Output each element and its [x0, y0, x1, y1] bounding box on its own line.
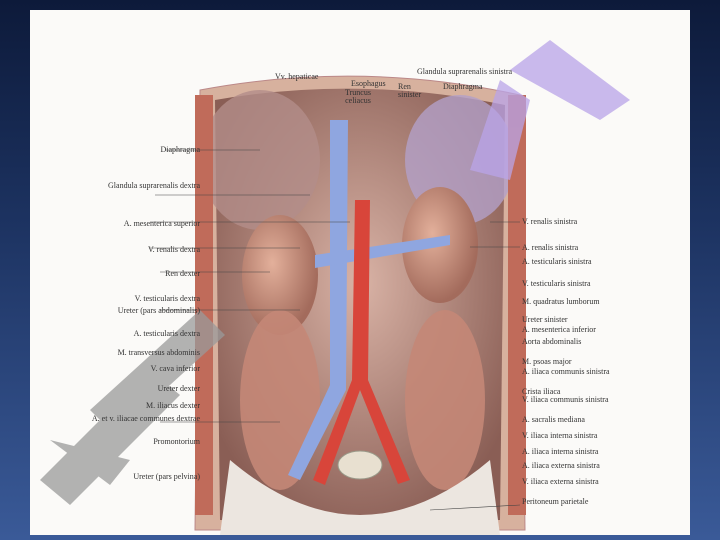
label-right: M. quadratus lumborum — [522, 297, 600, 306]
label-right: A. renalis sinistra — [522, 243, 579, 252]
body-wall-right — [195, 95, 213, 515]
label-right: A. iliaca interna sinistra — [522, 447, 599, 456]
sacrum — [337, 450, 383, 480]
label-right: Peritoneum parietale — [522, 497, 589, 506]
label-right: V. iliaca interna sinistra — [522, 431, 598, 440]
label-right: A. sacralis mediana — [522, 415, 585, 424]
label-glandula-suprarenalis-sinistra: Glandula suprarenalis sinistra — [417, 67, 513, 76]
label-right: V. testicularis sinistra — [522, 279, 591, 288]
label-left: V. renalis dextra — [147, 245, 200, 254]
kidney-right — [242, 215, 318, 335]
label-right: Crista iliaca — [522, 387, 561, 396]
label-left: Diaphragma — [160, 145, 200, 154]
label-left: Ren dexter — [165, 269, 200, 278]
leader-lines — [150, 149, 521, 511]
label-left: A. mesenterica superior — [123, 219, 200, 228]
label-diaphragma-left: Diaphragma — [443, 82, 483, 91]
label-right: A. mesenterica inferior — [522, 325, 596, 334]
label-truncus-celiacus: Truncus celiacus — [345, 88, 371, 105]
label-right: V. iliaca externa sinistra — [522, 477, 599, 486]
label-right: Ureter sinister — [522, 315, 568, 324]
aorta — [313, 200, 410, 485]
label-right: A. iliaca communis sinistra — [522, 367, 610, 376]
label-left: V. cava inferior — [150, 364, 200, 373]
label-left: Promontorium — [153, 437, 200, 446]
label-right: A. iliaca externa sinistra — [522, 461, 600, 470]
label-esophagus: Esophagus — [351, 79, 386, 88]
psoas-right — [240, 310, 320, 490]
diaphragm-right — [200, 90, 320, 230]
label-right: A. testicularis sinistra — [522, 257, 592, 266]
vena-cava — [288, 120, 348, 480]
psoas-left — [405, 310, 485, 490]
body-wall-left — [508, 95, 526, 515]
label-right: Aorta abdominalis — [522, 337, 582, 346]
label-left: Ureter (pars pelvina) — [133, 472, 200, 481]
label-vv-hepaticae: Vv. hepaticae — [275, 72, 319, 81]
renal-veins — [315, 235, 450, 268]
label-left: V. testicularis dextra — [134, 294, 200, 303]
label-left: A. et v. iliacae communes dextrae — [91, 414, 200, 423]
anatomy-illustration — [40, 40, 630, 535]
label-left: M. iliacus dexter — [146, 401, 200, 410]
label-right: V. iliaca communis sinistra — [522, 395, 609, 404]
label-left: A. testicularis dextra — [133, 329, 200, 338]
label-left: Glandula suprarenalis dextra — [108, 181, 200, 190]
label-left: Ureter (pars abdominalis) — [117, 306, 200, 315]
pelvis-ring — [220, 460, 500, 535]
label-left: M. transversus abdominis — [117, 348, 200, 357]
label-ren-sinister: Ren sinister — [398, 82, 422, 99]
label-right: M. psoas major — [522, 357, 572, 366]
watermark — [40, 40, 630, 505]
label-left: Ureter dexter — [157, 384, 200, 393]
slide: Vv. hepaticae Truncus celiacus Esophagus… — [30, 10, 690, 535]
label-right: V. renalis sinistra — [522, 217, 578, 226]
